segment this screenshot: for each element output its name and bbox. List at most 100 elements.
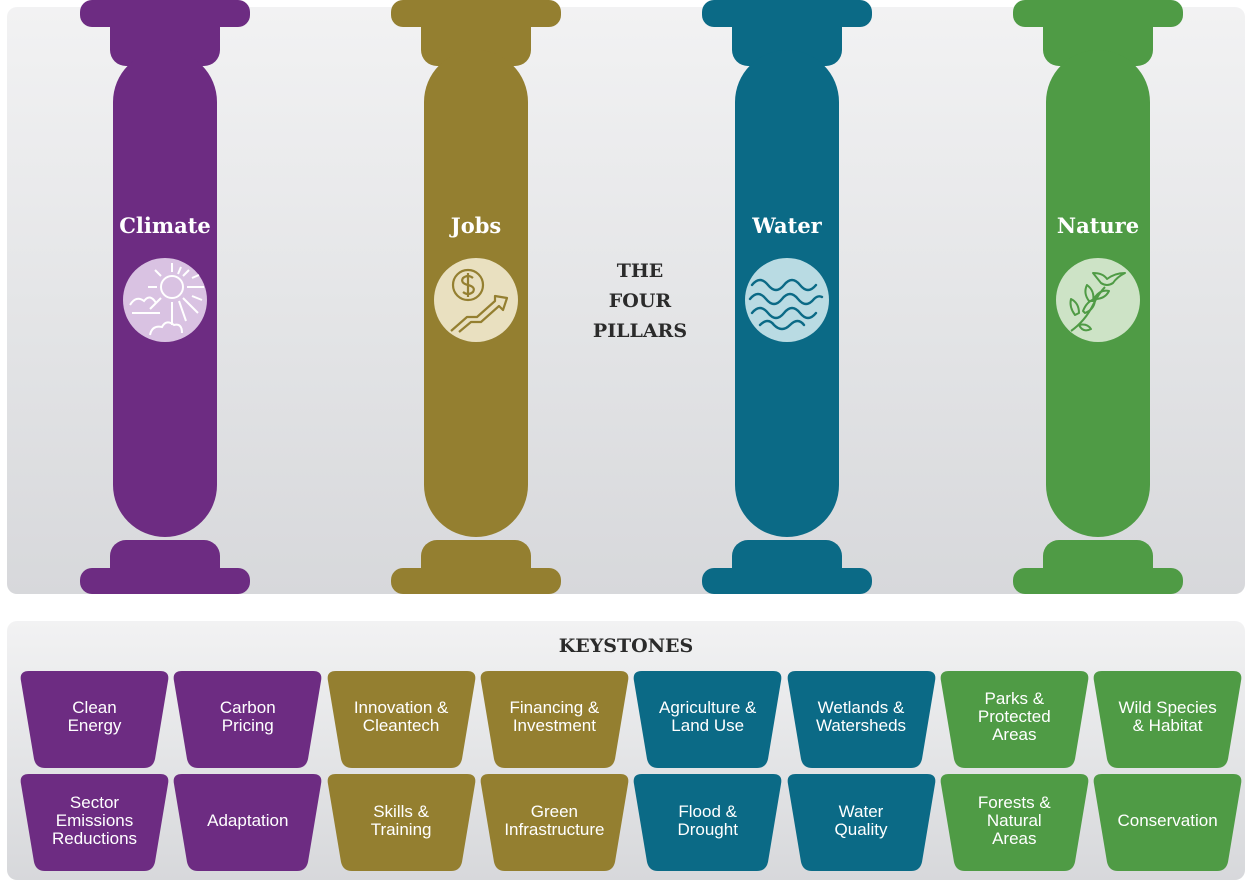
keystone-label: Financing &Investment xyxy=(485,671,624,768)
keystone-shape xyxy=(173,774,322,871)
keystone-label-line-2: Infrastructure xyxy=(504,819,605,839)
keystone-shape xyxy=(1093,671,1242,768)
keystone-label: Agriculture &Land Use xyxy=(638,671,777,768)
keystone-shape xyxy=(787,774,935,871)
keystone-block: Wild Species& Habitat xyxy=(1092,671,1243,768)
keystone-label-line-2: Watersheds xyxy=(815,715,907,735)
keystone-label-line-1: Adaptation xyxy=(207,810,289,830)
keystone-label-line-1: Wetlands & xyxy=(817,697,905,717)
pillar-label-water: Water xyxy=(752,213,822,238)
pillar-bottom-cap xyxy=(702,568,872,594)
keystone-shape xyxy=(633,671,782,768)
bird-leaf-icon xyxy=(1056,258,1140,342)
keystone-shape xyxy=(173,671,322,768)
keystone-label-line-1: Parks & xyxy=(984,688,1045,708)
pillar-label-climate: Climate xyxy=(119,213,211,238)
keystone-label-line-1: Agriculture & xyxy=(659,697,757,717)
dollar-growth-icon xyxy=(434,258,518,342)
center-title-line3: PILLARS xyxy=(592,320,688,342)
sun-cloud-icon xyxy=(123,258,207,342)
keystone-label: Innovation &Cleantech xyxy=(332,671,471,768)
keystone-shape xyxy=(1093,774,1242,871)
keystone-shape xyxy=(787,671,935,768)
keystone-label-line-1: Forests & xyxy=(977,792,1051,812)
keystone-label: Skills &Training xyxy=(332,774,471,871)
pillar-jobs: Jobs xyxy=(391,0,561,594)
pillar-water: Water xyxy=(702,0,872,594)
keystone-block: Adaptation xyxy=(172,774,323,871)
keystone-shape xyxy=(480,774,629,871)
keystone-label-line-2: Protected xyxy=(977,706,1051,726)
keystone-shape xyxy=(20,671,169,768)
keystone-label: Conservation xyxy=(1098,774,1237,871)
keystone-label-line-3: Areas xyxy=(992,828,1037,848)
keystone-label-line-1: Wild Species xyxy=(1118,697,1217,717)
keystone-label-line-2: Energy xyxy=(67,715,122,735)
keystone-shape xyxy=(940,774,1089,871)
keystone-label-line-1: Conservation xyxy=(1117,810,1218,830)
keystone-label-line-1: Flood & xyxy=(678,801,737,821)
keystone-label-line-1: Sector xyxy=(69,792,120,812)
keystone-label-line-2: Emissions xyxy=(55,810,134,830)
keystone-block: Financing &Investment xyxy=(479,671,630,768)
keystone-label-line-2: Land Use xyxy=(671,715,745,735)
keystone-block: Flood &Drought xyxy=(632,774,783,871)
keystone-block: Innovation &Cleantech xyxy=(326,671,477,768)
pillar-bottom-cap xyxy=(1013,568,1183,594)
keystone-label: Wetlands &Watersheds xyxy=(792,671,931,768)
pillar-bottom-cap xyxy=(391,568,561,594)
keystone-label-line-2: Pricing xyxy=(221,715,274,735)
keystone-label-line-2: Natural xyxy=(986,810,1042,830)
keystone-shape xyxy=(327,774,475,871)
keystone-label-line-2: Training xyxy=(370,819,432,839)
keystone-label-line-3: Areas xyxy=(992,724,1037,744)
pillar-climate: Climate xyxy=(80,0,250,594)
pillar-bottom-cap xyxy=(80,568,250,594)
keystone-label-line-1: Water xyxy=(838,801,884,821)
keystone-label-line-2: Quality xyxy=(834,819,888,839)
keystone-block: Skills &Training xyxy=(326,774,477,871)
waves-icon xyxy=(745,258,829,342)
keystone-label-line-1: Innovation & xyxy=(353,697,449,717)
keystone-shape xyxy=(940,671,1089,768)
keystones-title: KEYSTONES xyxy=(558,635,694,657)
keystone-label-line-2: Drought xyxy=(677,819,738,839)
keystone-label-line-1: Financing & xyxy=(509,697,600,717)
keystone-label: Flood &Drought xyxy=(638,774,777,871)
keystone-block: Conservation xyxy=(1092,774,1243,871)
keystone-label: Adaptation xyxy=(178,774,317,871)
keystone-shape xyxy=(327,671,475,768)
center-title: THE FOUR PILLARS xyxy=(560,256,720,346)
keystone-label-line-1: Skills & xyxy=(373,801,429,821)
pillar-nature: Nature xyxy=(1013,0,1183,594)
keystone-label-line-1: Clean xyxy=(72,697,117,717)
pillar-label-nature: Nature xyxy=(1056,213,1140,238)
keystone-label: Wild Species& Habitat xyxy=(1098,671,1237,768)
keystone-shape xyxy=(20,774,169,871)
center-title-line2: FOUR xyxy=(608,290,672,312)
center-title-line1: THE xyxy=(616,260,664,282)
keystone-label-line-2: & Habitat xyxy=(1132,715,1203,735)
keystone-label-line-1: Carbon xyxy=(219,697,276,717)
keystone-block: Agriculture &Land Use xyxy=(632,671,783,768)
keystone-label-line-3: Reductions xyxy=(51,828,138,848)
keystone-shape xyxy=(633,774,782,871)
keystone-label-line-2: Investment xyxy=(512,715,596,735)
keystone-shape xyxy=(480,671,629,768)
keystone-block: Wetlands &Watersheds xyxy=(786,671,937,768)
pillar-label-jobs: Jobs xyxy=(450,213,502,238)
